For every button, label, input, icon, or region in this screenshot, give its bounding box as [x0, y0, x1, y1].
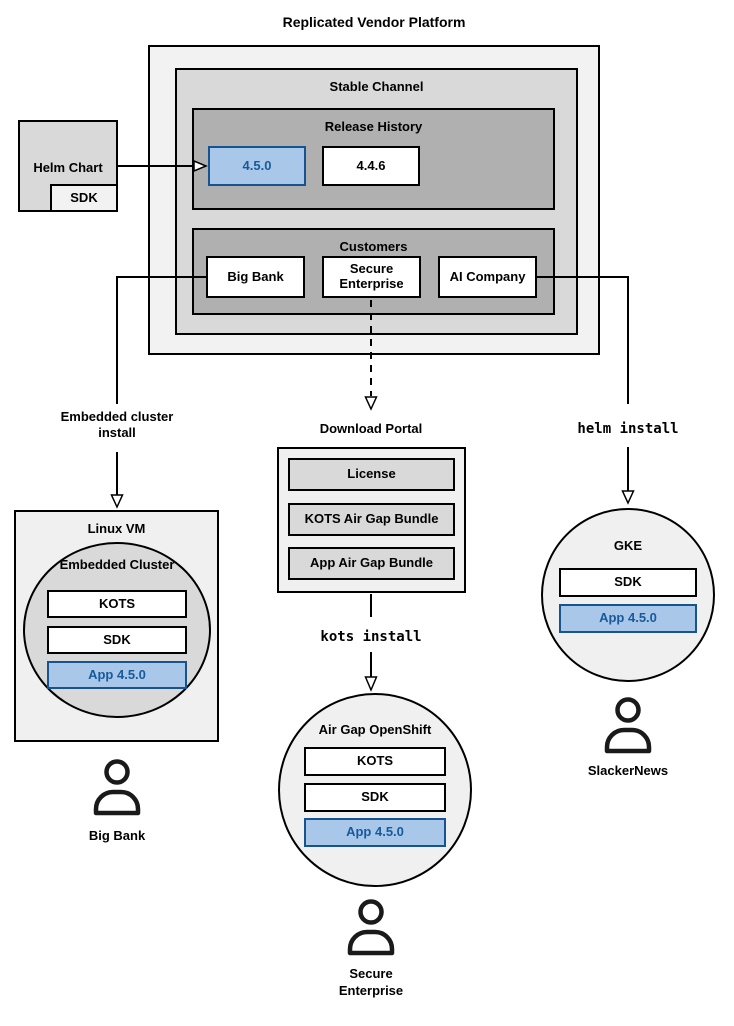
- helm-chart-label: Helm Chart: [33, 160, 103, 175]
- release-4-5-0: 4.5.0: [208, 146, 306, 186]
- customers-label: Customers: [339, 239, 408, 254]
- portal-app-bundle-box: App Air Gap Bundle: [288, 547, 455, 580]
- slackernews-user-icon: [600, 696, 656, 754]
- embedded-cluster-label: Embedded Cluster: [59, 557, 175, 572]
- gke-label: GKE: [613, 538, 643, 553]
- helm-install-label: helm install: [577, 421, 679, 437]
- diagram-title: Replicated Vendor Platform: [282, 14, 466, 30]
- customer-secure-enterprise: Secure Enterprise: [322, 256, 421, 298]
- component-sdk: SDK: [47, 626, 187, 654]
- component-sdk: SDK: [304, 783, 446, 812]
- big-bank-user-icon: [89, 758, 145, 816]
- embedded-cluster-install-label: Embedded cluster install: [60, 409, 174, 441]
- release-4-4-6: 4.4.6: [322, 146, 420, 186]
- component-kots: KOTS: [304, 747, 446, 776]
- slackernews-user-label: SlackerNews: [587, 763, 669, 778]
- download-portal-label: Download Portal: [319, 421, 423, 436]
- component-app: App 4.5.0: [304, 818, 446, 847]
- portal-kots-bundle-box: KOTS Air Gap Bundle: [288, 503, 455, 536]
- component-app: App 4.5.0: [47, 661, 187, 689]
- customer-big-bank: Big Bank: [206, 256, 305, 298]
- release-history-label: Release History: [324, 119, 423, 134]
- airgap-openshift-label: Air Gap OpenShift: [318, 722, 432, 737]
- kots-install-label: kots install: [320, 629, 422, 645]
- portal-license-box: License: [288, 458, 455, 491]
- big-bank-user-label: Big Bank: [88, 828, 146, 843]
- helm-chart-sdk-box: SDK: [50, 184, 118, 212]
- component-sdk: SDK: [559, 568, 697, 597]
- linux-vm-label: Linux VM: [87, 521, 146, 536]
- component-kots: KOTS: [47, 590, 187, 618]
- secure-enterprise-user-label: Secure Enterprise: [338, 966, 404, 998]
- secure-enterprise-user-icon: [343, 898, 399, 956]
- stable-channel-label: Stable Channel: [329, 79, 424, 94]
- customer-ai-company: AI Company: [438, 256, 537, 298]
- component-app: App 4.5.0: [559, 604, 697, 633]
